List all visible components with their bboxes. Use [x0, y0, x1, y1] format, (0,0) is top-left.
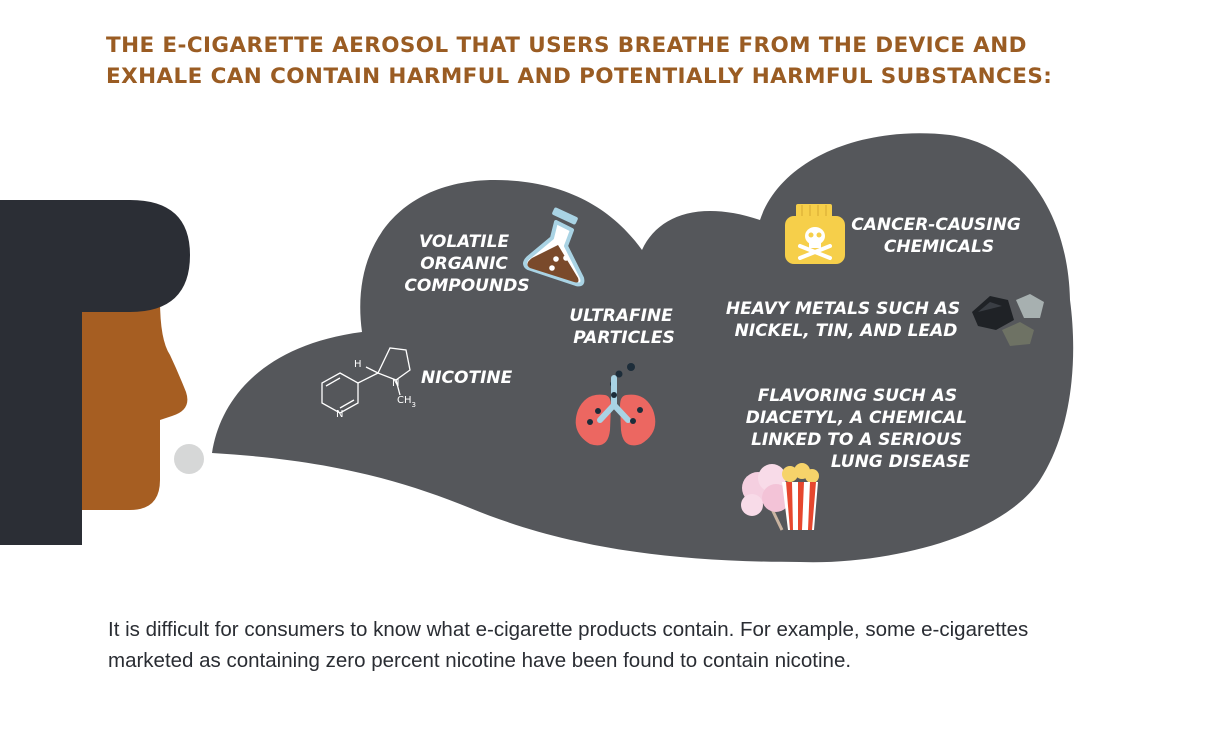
- page-headline: THE E-CIGARETTE AEROSOL THAT USERS BREAT…: [106, 33, 1053, 89]
- body-paragraph: It is difficult for consumers to know wh…: [108, 618, 1029, 672]
- nicotine-label: NICOTINE: [421, 368, 513, 388]
- hair: [0, 200, 190, 545]
- molecule-n-ring: N: [336, 409, 343, 420]
- voc-label: VOLATILE ORGANIC COMPOUNDS: [404, 232, 529, 296]
- poison-bottle-icon: [785, 204, 845, 264]
- lungs-icon: [575, 363, 656, 446]
- ultrafine-label: ULTRAFINE PARTICLES: [569, 306, 678, 348]
- cancer-chemicals-label: CANCER-CAUSING CHEMICALS: [851, 215, 1026, 257]
- person-silhouette: [0, 200, 204, 545]
- exhaled-puff: [174, 444, 204, 474]
- flavoring-label: FLAVORING SUCH AS DIACETYL, A CHEMICAL L…: [746, 386, 973, 472]
- heavy-metals-label: HEAVY METALS SUCH AS NICKEL, TIN, AND LE…: [726, 299, 966, 341]
- molecule-h: H: [354, 359, 362, 370]
- vapor-cloud: [212, 133, 1074, 563]
- molecule-methyl: CH3: [397, 395, 416, 409]
- cotton-candy-popcorn-icon: [741, 463, 819, 531]
- molecule-n-pyrrolidine: N: [392, 378, 399, 389]
- flask-icon: [523, 207, 585, 287]
- heavy-metals-icon: [972, 294, 1044, 346]
- face: [80, 300, 188, 510]
- nicotine-molecule-icon: [321, 347, 411, 414]
